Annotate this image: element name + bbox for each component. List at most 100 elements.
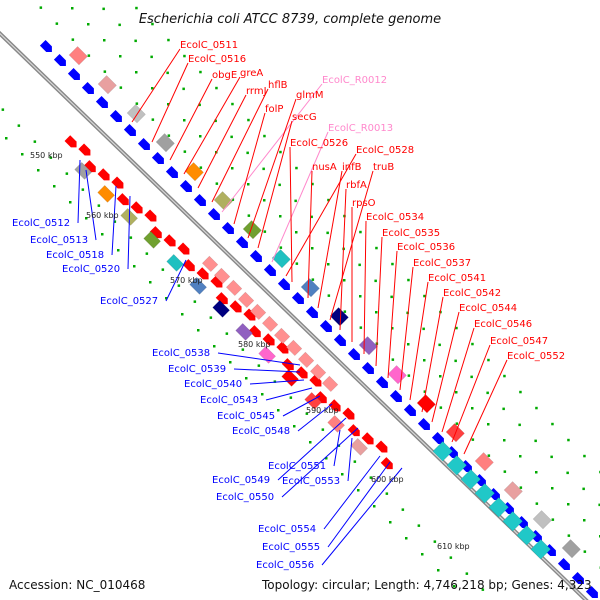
minus-strand-gene <box>333 333 346 346</box>
plus-strand-gene <box>295 366 308 379</box>
gene-label-right: EcolC_R0013 <box>328 123 393 134</box>
tick-dot <box>193 300 197 303</box>
plus-strand-gene <box>196 267 209 280</box>
tick-dot <box>438 343 441 347</box>
tick-dot <box>421 553 424 556</box>
tick-dot <box>183 119 186 122</box>
leader-line <box>409 281 429 401</box>
tick-dot <box>311 278 315 281</box>
tick-dot <box>390 295 393 299</box>
tick-dot <box>199 166 203 169</box>
tick-dot <box>245 377 248 380</box>
tick-dot <box>465 572 469 575</box>
leader-line <box>321 467 403 566</box>
minus-strand-gene <box>53 53 66 66</box>
gene-label-right: EcolC_0546 <box>474 319 532 330</box>
gene-label-right: obgE <box>212 70 237 81</box>
tick-dot <box>65 172 69 175</box>
gene-label-left: EcolC_0553 <box>282 476 340 487</box>
tick-dot <box>503 439 506 442</box>
tick-dot <box>310 215 313 219</box>
leader-line <box>257 120 293 249</box>
tick-dot <box>279 215 282 218</box>
leader-line <box>183 76 241 175</box>
plus-strand-gene <box>347 424 360 437</box>
gene-label-right: truB <box>373 162 394 173</box>
tick-dot <box>197 329 200 332</box>
gene-label-right: nusA <box>312 162 337 173</box>
tick-dot <box>326 231 329 235</box>
tick-dot <box>391 327 394 330</box>
gene-block <box>235 323 253 341</box>
gene-block <box>503 481 523 501</box>
plus-strand-gene <box>309 374 322 387</box>
tick-dot <box>598 503 600 507</box>
leader-line <box>451 344 491 443</box>
tick-dot <box>343 310 347 313</box>
tick-dot <box>423 390 427 393</box>
tick-dot <box>167 134 171 137</box>
tick-dot <box>21 153 24 156</box>
tick-dot <box>535 502 539 505</box>
tick-dot <box>375 311 378 314</box>
minus-strand-gene <box>585 585 598 598</box>
tick-dot <box>487 358 490 362</box>
plus-strand-gene <box>163 234 176 247</box>
plus-strand-gene <box>314 391 327 404</box>
tick-dot <box>359 326 363 329</box>
gene-block <box>516 525 537 546</box>
tick-dot <box>551 422 554 426</box>
tick-dot <box>519 390 522 394</box>
plus-strand-gene <box>149 226 162 239</box>
gene-block <box>474 483 495 504</box>
tick-dot <box>182 87 185 91</box>
tick-dot <box>213 345 216 348</box>
gene-block <box>68 46 88 66</box>
tick-dot <box>550 455 553 459</box>
gene-label-right: EcolC_0552 <box>507 351 565 362</box>
gene-label-right: EcolC_0541 <box>428 273 486 284</box>
tick-dot <box>53 185 56 188</box>
tick-dot <box>423 359 426 362</box>
kbp-marker: 590 kbp <box>306 406 339 415</box>
tick-dot <box>567 503 570 506</box>
minus-strand-gene <box>95 95 108 108</box>
gene-label-right: folP <box>265 104 283 115</box>
minus-strand-gene <box>403 403 416 416</box>
tick-dot <box>181 313 184 316</box>
tick-dot <box>358 263 361 267</box>
kbp-marker: 560 kbp <box>86 211 119 220</box>
tick-dot <box>535 406 538 410</box>
leader-line <box>233 368 301 373</box>
tick-dot <box>582 487 585 491</box>
tick-dot <box>503 470 507 473</box>
tick-dot <box>263 199 266 202</box>
plus-strand-gene <box>380 457 393 470</box>
gene-label-right: EcolC_R0012 <box>322 75 387 86</box>
gene-label-left: EcolC_0538 <box>152 348 210 359</box>
minus-strand-gene <box>431 431 444 444</box>
tick-dot <box>423 294 426 298</box>
plus-strand-gene <box>342 407 355 420</box>
tick-dot <box>357 489 360 492</box>
tick-dot <box>439 375 442 378</box>
gene-label-right: rbfA <box>346 180 367 191</box>
minus-strand-gene <box>347 347 360 360</box>
tick-dot <box>289 396 293 399</box>
tick-dot <box>102 7 105 11</box>
tick-dot <box>373 505 376 508</box>
tick-dot <box>295 166 298 170</box>
tick-dot <box>101 233 104 236</box>
minus-strand-gene <box>375 375 388 388</box>
gene-block <box>309 363 327 381</box>
leader-line <box>151 62 189 143</box>
gene-block <box>126 104 146 124</box>
leader-line <box>317 170 343 309</box>
leader-line <box>307 170 313 299</box>
minus-strand-gene <box>249 249 262 262</box>
tick-dot <box>145 252 149 255</box>
tick-dot <box>487 454 491 457</box>
gene-label-right: EcolC_0511 <box>180 40 238 51</box>
gene-block <box>143 231 161 249</box>
minus-strand-gene <box>81 81 94 94</box>
